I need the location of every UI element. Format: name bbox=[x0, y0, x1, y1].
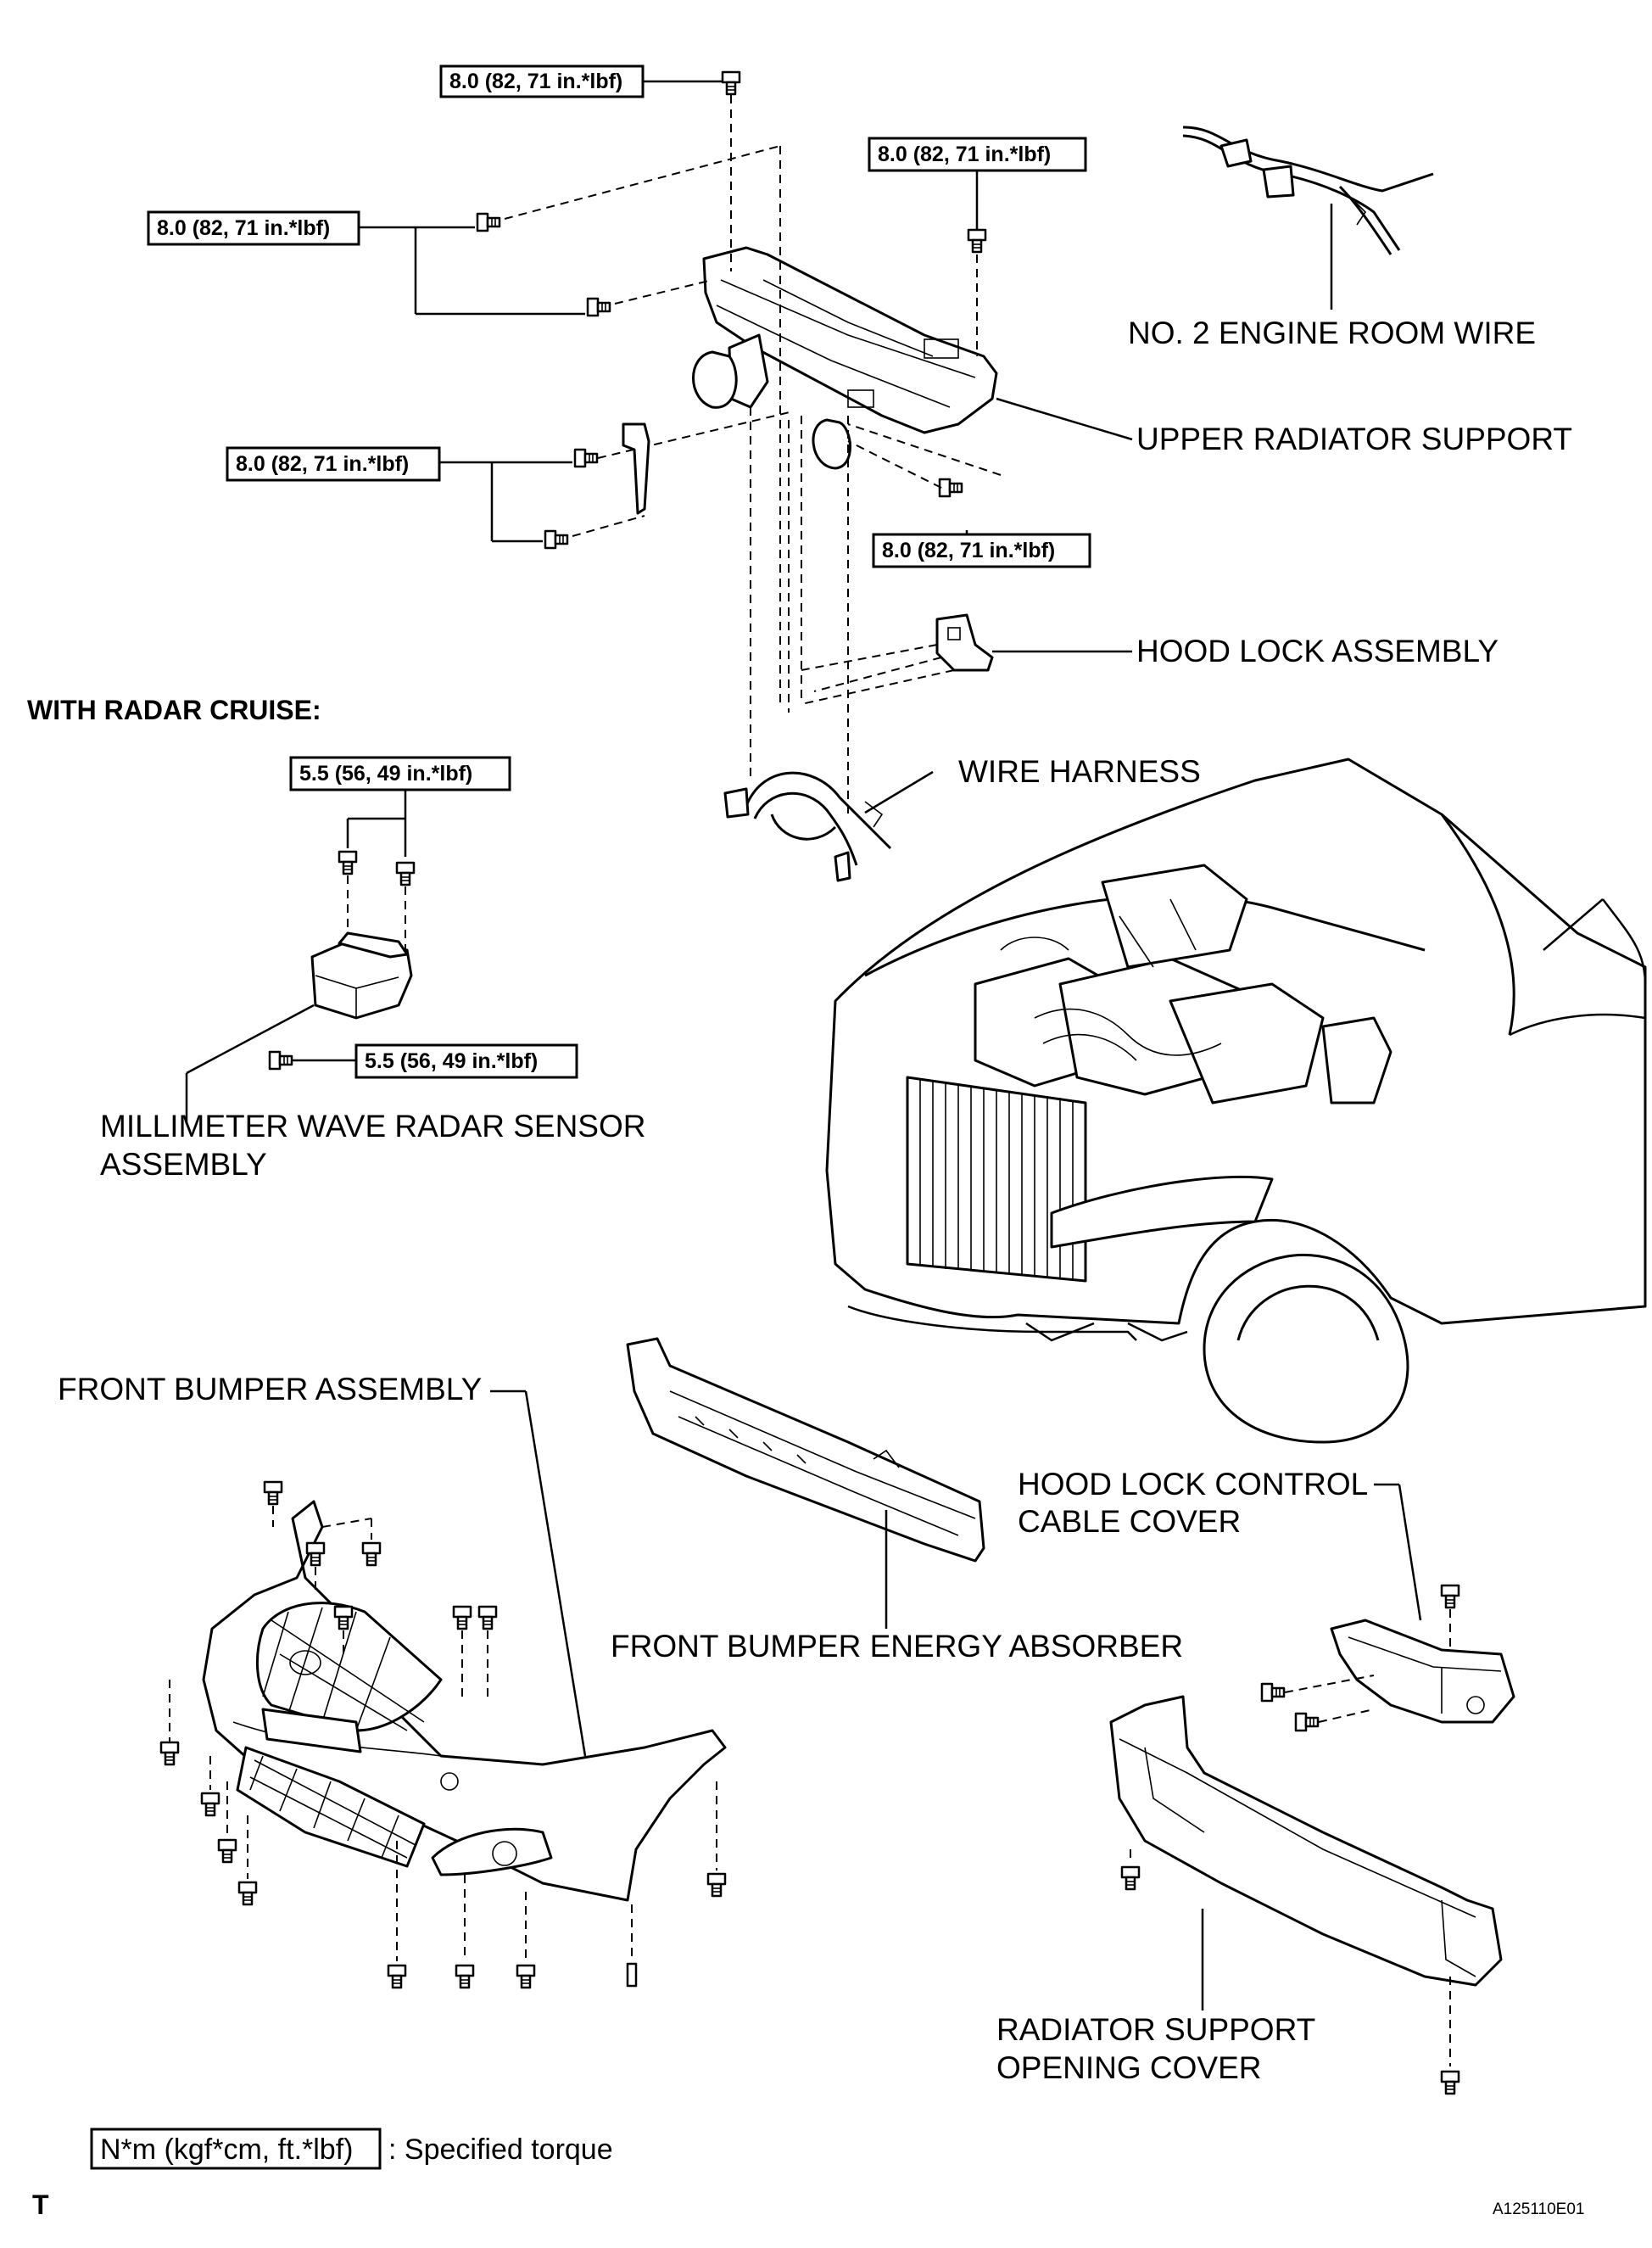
front-bumper-energy-absorber-part bbox=[626, 1337, 985, 1563]
torque-top-bolt: 8.0 (82, 71 in.*lbf) bbox=[439, 64, 741, 271]
hood-lock-control-cable-cover-label-line1: HOOD LOCK CONTROL bbox=[1018, 1467, 1368, 1501]
radar-sensor-label-line1: MILLIMETER WAVE RADAR SENSOR bbox=[100, 1109, 646, 1144]
hood-lock-control-cable-cover-part bbox=[1260, 1584, 1515, 1732]
front-bumper-assembly-part bbox=[202, 1500, 727, 1902]
hood-lock-control-cable-cover-label-line2: CABLE COVER bbox=[1018, 1504, 1241, 1539]
torque-left-upper-bolts: 8.0 (82, 71 in.*lbf) bbox=[147, 145, 781, 708]
torque-label: 8.0 (82, 71 in.*lbf) bbox=[882, 539, 1055, 562]
torque-label: 5.5 (56, 49 in.*lbf) bbox=[299, 762, 472, 786]
torque-label: 8.0 (82, 71 in.*lbf) bbox=[157, 216, 330, 240]
radiator-support-opening-cover-label-line2: OPENING COVER bbox=[996, 2050, 1262, 2085]
upper-radiator-support-label: UPPER RADIATOR SUPPORT bbox=[1136, 422, 1572, 456]
with-radar-cruise-heading: WITH RADAR CRUISE: bbox=[27, 695, 321, 725]
torque-radar-upper-bolts: 5.5 (56, 49 in.*lbf) bbox=[289, 756, 511, 954]
no2-engine-room-wire-label: NO. 2 ENGINE ROOM WIRE bbox=[1128, 316, 1536, 350]
wire-harness-part bbox=[723, 771, 892, 882]
torque-label: 8.0 (82, 71 in.*lbf) bbox=[449, 70, 622, 93]
torque-left-lower-bolts: 8.0 (82, 71 in.*lbf) bbox=[226, 411, 794, 550]
torque-legend: N*m (kgf*cm, ft.*lbf) : Specified torque bbox=[90, 2128, 613, 2170]
front-bumper-assembly-label: FRONT BUMPER ASSEMBLY bbox=[58, 1372, 482, 1406]
radar-sensor-part bbox=[310, 931, 413, 1020]
no2-engine-room-wire-part bbox=[1182, 126, 1434, 255]
front-bumper-energy-absorber-label: FRONT BUMPER ENERGY ABSORBER bbox=[611, 1629, 1183, 1664]
hood-lock-assembly-part bbox=[801, 613, 994, 705]
legend-unit-box: N*m (kgf*cm, ft.*lbf) bbox=[100, 2133, 353, 2166]
torque-right-top-bolt: 8.0 (82, 71 in.*lbf) bbox=[868, 137, 1087, 356]
torque-label: 8.0 (82, 71 in.*lbf) bbox=[236, 452, 409, 476]
legend-meaning: : Specified torque bbox=[388, 2133, 613, 2166]
torque-label: 5.5 (56, 49 in.*lbf) bbox=[365, 1049, 538, 1073]
hood-lock-assembly-label: HOOD LOCK ASSEMBLY bbox=[1136, 634, 1499, 668]
vehicle-front-illustration bbox=[825, 758, 1647, 1444]
wire-harness-label: WIRE HARNESS bbox=[958, 754, 1201, 789]
torque-right-lower-bolt: 8.0 (82, 71 in.*lbf) bbox=[847, 423, 1091, 568]
radar-sensor-label-line2: ASSEMBLY bbox=[100, 1147, 267, 1182]
radiator-support-opening-cover-part bbox=[1109, 1695, 1503, 2095]
torque-radar-lower-bolt: 5.5 (56, 49 in.*lbf) bbox=[268, 1043, 578, 1079]
torque-label: 8.0 (82, 71 in.*lbf) bbox=[878, 143, 1051, 166]
bumper-bolts bbox=[159, 1480, 727, 1989]
figure-code: A125110E01 bbox=[1493, 2200, 1584, 2218]
upper-radiator-support-part bbox=[692, 246, 998, 470]
footer-mark: T bbox=[32, 2189, 49, 2220]
radiator-support-opening-cover-label-line1: RADIATOR SUPPORT bbox=[996, 2012, 1315, 2047]
